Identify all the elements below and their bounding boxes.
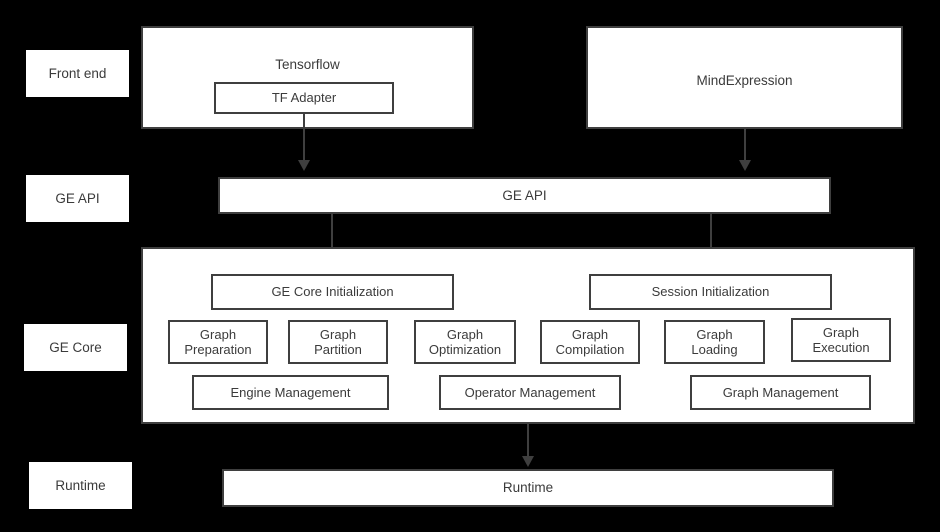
mindexpression-title: MindExpression	[696, 73, 793, 88]
graph-preparation-box[interactable]: Graph Preparation	[168, 320, 268, 364]
tf-adapter-label: TF Adapter	[271, 90, 337, 106]
arrow-mindexpression-to-ge-api-line	[744, 129, 746, 162]
arrow-ge-core-to-runtime-line	[527, 424, 529, 458]
graph-management-box[interactable]: Graph Management	[690, 375, 871, 410]
arrow-ge-api-to-session-init-line	[710, 214, 712, 263]
graph-partition-label: Graph Partition	[314, 326, 362, 357]
graph-execution-box[interactable]: Graph Execution	[791, 318, 891, 362]
graph-optimization-box[interactable]: Graph Optimization	[414, 320, 516, 364]
arrow-ge-core-to-runtime-head	[522, 456, 534, 467]
stage-label-text: GE API	[55, 190, 100, 206]
stage-label-text: Front end	[48, 65, 107, 81]
operator-management-label: Operator Management	[464, 384, 596, 400]
arrow-ge-api-to-ge-core-init-line	[331, 214, 333, 263]
graph-loading-label: Graph Loading	[691, 326, 738, 357]
ge-core-initialization-box[interactable]: GE Core Initialization	[211, 274, 454, 310]
stage-label-text: Runtime	[55, 477, 106, 493]
stage-label-text: GE Core	[49, 339, 102, 355]
engine-management-box[interactable]: Engine Management	[192, 375, 389, 410]
stage-label-ge-core: GE Core	[24, 324, 127, 371]
graph-preparation-label: Graph Preparation	[184, 326, 252, 357]
arrow-tf-adapter-to-ge-api-head	[298, 160, 310, 171]
stage-label-ge-api: GE API	[26, 175, 129, 222]
arrow-tf-adapter-to-ge-api-line	[303, 114, 305, 162]
graph-management-label: Graph Management	[722, 384, 839, 400]
tensorflow-title: Tensorflow	[275, 57, 340, 72]
runtime-bar[interactable]: Runtime	[222, 469, 834, 507]
graph-partition-box[interactable]: Graph Partition	[288, 320, 388, 364]
ge-api-bar-label: GE API	[502, 187, 547, 203]
tf-adapter-box[interactable]: TF Adapter	[214, 82, 394, 114]
graph-execution-label: Graph Execution	[812, 324, 870, 355]
stage-label-front-end: Front end	[26, 50, 129, 97]
arrow-mindexpression-to-ge-api-head	[739, 160, 751, 171]
graph-compilation-box[interactable]: Graph Compilation	[540, 320, 640, 364]
graph-loading-box[interactable]: Graph Loading	[664, 320, 765, 364]
ge-api-bar[interactable]: GE API	[218, 177, 831, 214]
session-initialization-box[interactable]: Session Initialization	[589, 274, 832, 310]
graph-compilation-label: Graph Compilation	[555, 326, 625, 357]
stage-label-runtime: Runtime	[29, 462, 132, 509]
graph-optimization-label: Graph Optimization	[428, 326, 502, 357]
ge-core-initialization-label: GE Core Initialization	[271, 284, 394, 300]
engine-management-label: Engine Management	[230, 384, 351, 400]
mindexpression-panel: MindExpression	[586, 26, 903, 129]
session-initialization-label: Session Initialization	[651, 284, 770, 300]
operator-management-box[interactable]: Operator Management	[439, 375, 621, 410]
runtime-bar-label: Runtime	[502, 480, 554, 496]
